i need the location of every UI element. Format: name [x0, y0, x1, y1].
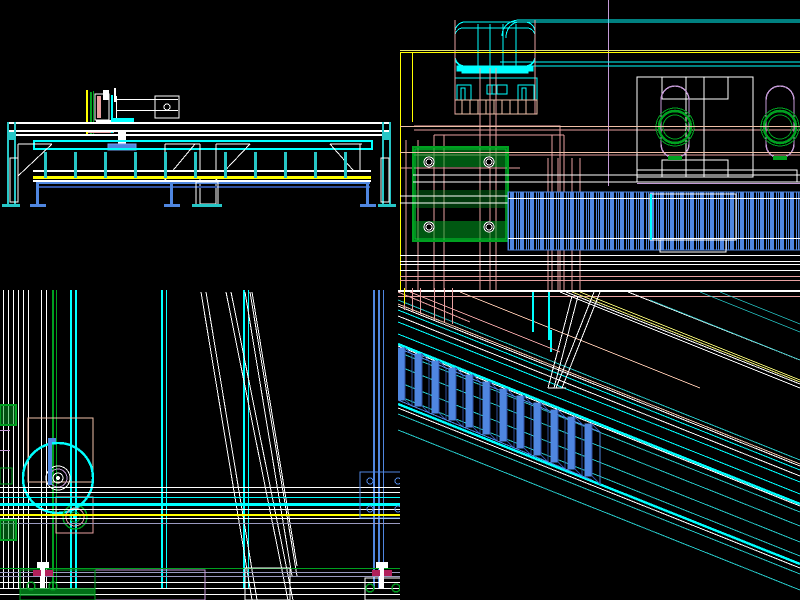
- centerline-vertical: [608, 0, 609, 186]
- end-column-left: [2, 122, 20, 207]
- left-edge-detail: [0, 404, 17, 541]
- diagonal-guides: [200, 291, 298, 600]
- gantry-elevation-view[interactable]: [2, 88, 396, 207]
- anchor-bolt-left: [26, 562, 58, 591]
- anchor-bolt-right: [364, 562, 400, 600]
- lower-rail-assembly: [30, 181, 376, 207]
- conveyor-slat-group: [398, 346, 601, 486]
- top-shaft-rail: [500, 19, 800, 67]
- bracket-bolt: [423, 156, 495, 233]
- base-structure: [0, 562, 400, 600]
- sprocket-assembly: [21, 417, 95, 515]
- frame-section-view[interactable]: [0, 288, 411, 600]
- incline-centerline: [398, 291, 800, 465]
- deck-plate: [33, 170, 371, 182]
- hanger-group: [44, 152, 347, 178]
- section-divider: [398, 290, 800, 297]
- chain-rack-hatch: [507, 191, 800, 253]
- foot-bracket-right: [359, 471, 400, 519]
- drive-assembly-detail-view[interactable]: [400, 0, 800, 292]
- global-construction-lines: [400, 255, 800, 277]
- incline-posts: [532, 292, 552, 352]
- incline-a-frame: [547, 291, 601, 389]
- centerline-horizontal-1: [400, 50, 800, 51]
- inclined-conveyor-view[interactable]: [398, 284, 800, 591]
- lower-construction-band: [400, 264, 800, 281]
- column-lines: [3, 290, 384, 588]
- incline-rail-bundle: [398, 299, 800, 591]
- carriage-rail: [33, 140, 373, 150]
- incline-rail-heavy: [398, 342, 800, 566]
- top-beam: [8, 122, 390, 136]
- end-column-right: [378, 122, 396, 207]
- horizontal-rails: [0, 487, 400, 524]
- upper-right-detail: [649, 291, 800, 361]
